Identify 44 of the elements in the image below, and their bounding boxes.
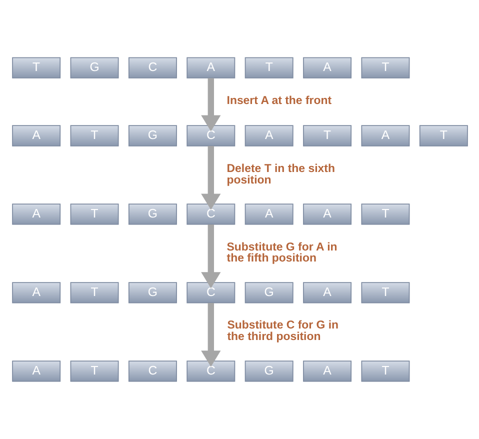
edge-label: Substitute G for A in the fifth position bbox=[226, 241, 337, 265]
node-box: G bbox=[70, 57, 118, 78]
node-box: T bbox=[70, 360, 118, 382]
edge-label: Delete T in the sixth position bbox=[226, 162, 334, 186]
node-box: T bbox=[70, 204, 118, 225]
node-box: C bbox=[128, 360, 176, 382]
node-box: A bbox=[360, 125, 410, 146]
node-box: C bbox=[128, 57, 176, 78]
node-box: G bbox=[128, 125, 176, 146]
node-box: G bbox=[244, 282, 293, 304]
node-box: T bbox=[360, 57, 410, 78]
node-box: A bbox=[302, 282, 352, 304]
edge-label: Insert A at the front bbox=[226, 94, 332, 107]
node-box: G bbox=[128, 204, 176, 225]
node-box: A bbox=[302, 57, 352, 78]
node-box: T bbox=[70, 125, 118, 146]
node-box: C bbox=[186, 282, 235, 304]
node-box: A bbox=[302, 360, 352, 382]
node-box: T bbox=[244, 57, 293, 78]
node-box: A bbox=[186, 57, 235, 78]
node-box: T bbox=[418, 125, 468, 146]
node-box: T bbox=[12, 57, 60, 78]
node-box: C bbox=[186, 125, 235, 146]
node-box: T bbox=[302, 125, 352, 146]
node-box: C bbox=[186, 360, 235, 382]
arrow bbox=[200, 224, 220, 288]
node-box: G bbox=[244, 360, 293, 382]
arrow bbox=[200, 146, 220, 210]
node-box: T bbox=[360, 282, 410, 304]
node-box: A bbox=[244, 125, 293, 146]
node-box: A bbox=[12, 282, 60, 304]
arrow bbox=[200, 302, 220, 367]
node-box: G bbox=[128, 282, 176, 304]
node-box: A bbox=[12, 125, 60, 146]
node-box: A bbox=[244, 204, 293, 225]
node-box: T bbox=[360, 204, 410, 225]
edge-label: Substitute C for G in the third position bbox=[226, 320, 338, 344]
node-box: A bbox=[12, 360, 60, 382]
node-box: A bbox=[12, 204, 60, 225]
node-box: A bbox=[302, 204, 352, 225]
node-box: T bbox=[360, 360, 410, 382]
node-box: T bbox=[70, 282, 118, 304]
arrow bbox=[200, 78, 220, 132]
node-box: C bbox=[186, 204, 235, 225]
